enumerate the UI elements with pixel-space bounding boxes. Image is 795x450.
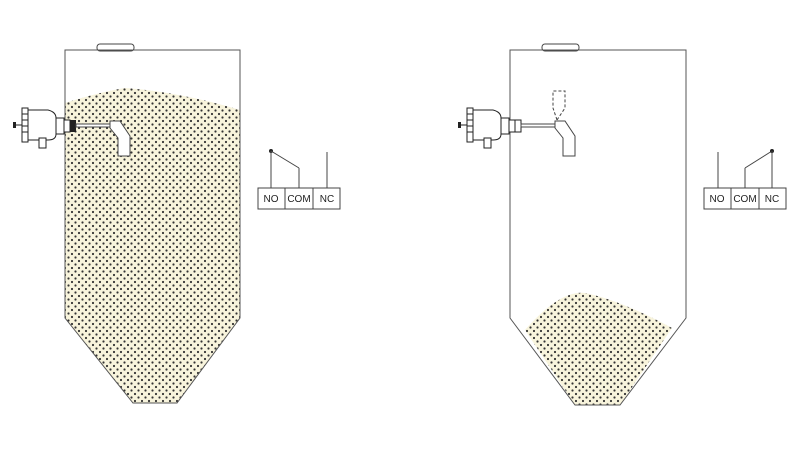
paddle-deflected [552,90,566,121]
silo-outline [64,49,241,404]
terminal-nc: NC [765,194,779,205]
paddle [109,120,131,157]
right-switch: NO COM NC [703,149,787,210]
silo-outline [509,49,687,406]
left-switch: NO COM NC [257,149,341,210]
right-silo [457,43,687,406]
material-fill-low [525,292,672,405]
terminal-com: COM [287,194,310,205]
switch-contact [744,150,773,169]
silo-lid [96,43,135,52]
level-sensor [12,107,131,157]
level-sensor [457,90,576,157]
terminal-no: NO [710,194,725,205]
terminal-no: NO [264,194,279,205]
terminal-nc: NC [320,194,334,205]
silo-lid [541,43,580,52]
material-fill-full [65,88,240,403]
left-silo [12,43,241,404]
switch-contact [270,150,300,169]
terminal-com: COM [733,194,756,205]
paddle [554,120,576,157]
